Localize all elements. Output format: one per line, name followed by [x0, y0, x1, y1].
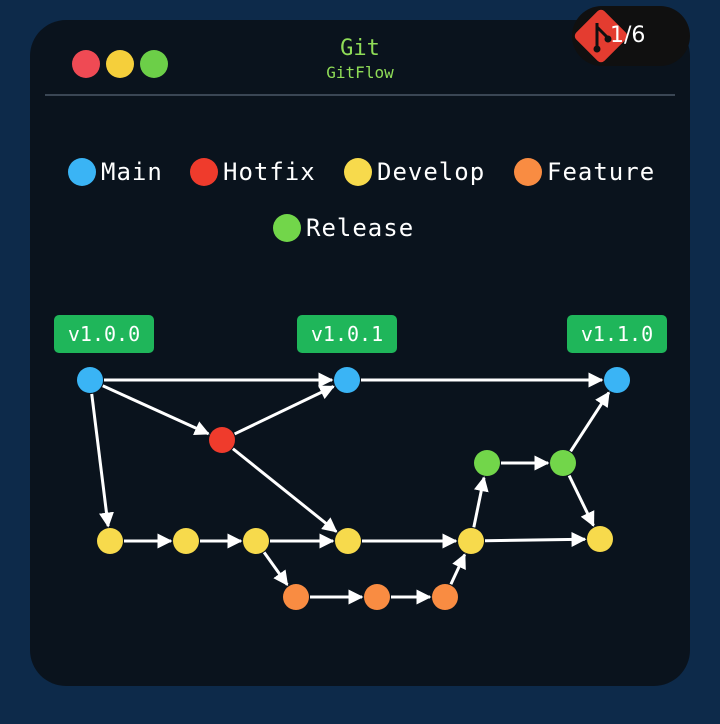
version-tag-v1-0-1: v1.0.1 [297, 315, 397, 353]
commit-develop-d2 [173, 528, 199, 554]
commit-feature-f2 [364, 584, 390, 610]
edge-m1-d1 [90, 393, 114, 528]
legend-label-release: Release [306, 214, 415, 242]
version-tag-v1-0-0: v1.0.0 [54, 315, 154, 353]
git-logo-node-a [593, 45, 601, 53]
git-logo-node-b [604, 35, 612, 43]
window-title-block: Git GitFlow [30, 36, 690, 84]
page-count: 1/6 [610, 23, 646, 48]
commit-develop-d3 [243, 528, 269, 554]
legend-label-feature: Feature [547, 158, 656, 186]
edge-d3-f1 [262, 551, 289, 587]
edge-h1-m2 [233, 385, 335, 436]
commit-nodes [77, 367, 630, 610]
commit-release-r2 [550, 450, 576, 476]
legend-item-release: Release [273, 214, 414, 242]
tag-label-v1-1-0: v1.1.0 [581, 322, 653, 346]
minimize-dot[interactable] [106, 50, 134, 78]
commit-develop-d5 [458, 528, 484, 554]
commit-main-m2 [334, 367, 360, 393]
maximize-dot[interactable] [140, 50, 168, 78]
commit-edges [90, 372, 611, 605]
main-swatch [68, 158, 96, 186]
develop-swatch [344, 158, 372, 186]
window-title: Git [340, 36, 380, 61]
commit-develop-d6 [587, 526, 613, 552]
legend-item-main: Main [68, 158, 163, 186]
commit-develop-d1 [97, 528, 123, 554]
version-tags: v1.0.0 v1.0.1 v1.1.0 [54, 315, 667, 353]
hotfix-swatch [190, 158, 218, 186]
legend-label-hotfix: Hotfix [223, 158, 316, 186]
git-logo-icon [574, 9, 628, 63]
legend-item-hotfix: Hotfix [190, 158, 316, 186]
edge-m1-h1 [102, 384, 210, 436]
feature-swatch [514, 158, 542, 186]
tag-label-v1-0-1: v1.0.1 [311, 322, 383, 346]
legend-label-main: Main [101, 158, 163, 186]
edge-d5-d6 [484, 531, 587, 547]
release-swatch [273, 214, 301, 242]
commit-feature-f1 [283, 584, 309, 610]
commit-feature-f3 [432, 584, 458, 610]
legend-item-feature: Feature [514, 158, 655, 186]
commit-main-m3 [604, 367, 630, 393]
version-tag-v1-1-0: v1.1.0 [567, 315, 667, 353]
edge-r2-m3 [569, 391, 611, 453]
window-subtitle: GitFlow [326, 63, 394, 82]
slide-pager[interactable]: 1/6 [572, 6, 690, 66]
commit-hotfix-h1 [209, 427, 235, 453]
close-dot[interactable] [72, 50, 100, 78]
tag-bg-v1-0-1 [297, 315, 397, 353]
tag-label-v1-0-0: v1.0.0 [68, 322, 140, 346]
git-logo-diamond [574, 9, 628, 63]
legend-item-develop: Develop [344, 158, 485, 186]
edge-f3-d5 [449, 553, 467, 585]
edge-d5-r1 [472, 476, 489, 528]
window-controls [72, 50, 168, 78]
edge-r2-d6 [567, 474, 595, 527]
tag-bg-v1-0-0 [54, 315, 154, 353]
tag-bg-v1-1-0 [567, 315, 667, 353]
commit-develop-d4 [335, 528, 361, 554]
legend-label-develop: Develop [377, 158, 486, 186]
commit-release-r1 [474, 450, 500, 476]
commit-main-m1 [77, 367, 103, 393]
edge-h1-d4 [231, 447, 338, 533]
title-divider [45, 94, 675, 96]
